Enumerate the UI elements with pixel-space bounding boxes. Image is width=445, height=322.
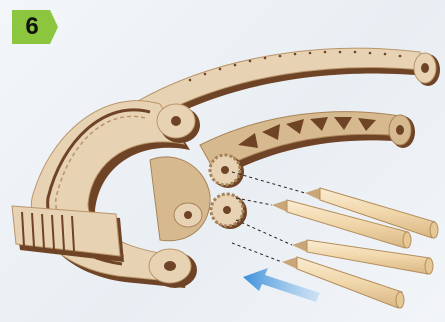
step-badge: 6: [12, 10, 58, 44]
gear-lower: [211, 194, 247, 229]
step-number: 6: [12, 10, 52, 44]
claw-body: [12, 101, 210, 288]
